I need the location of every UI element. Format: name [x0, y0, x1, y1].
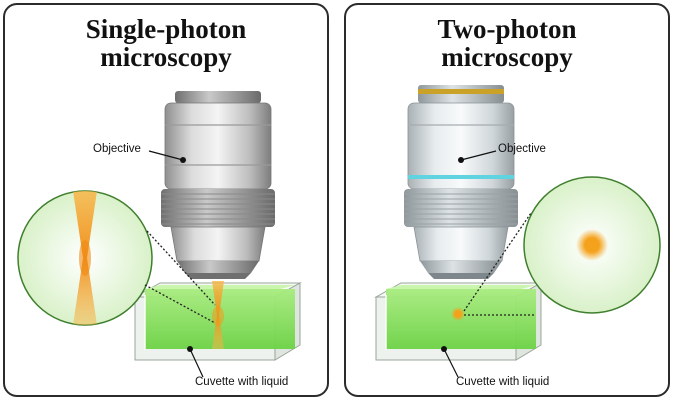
- objective-lens: [404, 85, 518, 279]
- cuvette-label: Cuvette with liquid: [456, 376, 550, 388]
- magnification-lines: [144, 230, 216, 324]
- objective-label: Objective: [498, 143, 546, 155]
- objective-leader: [458, 150, 497, 163]
- panel-title-line2: microscopy: [441, 42, 573, 72]
- cuvette-leader: [187, 346, 204, 378]
- objective-leader: [148, 150, 186, 163]
- focus-hourglass: [212, 281, 224, 349]
- inset-magnified-view: [523, 176, 661, 314]
- panel-title-line1: Single-photon: [85, 14, 247, 44]
- panel-title-line1: Two-photon: [437, 14, 577, 44]
- inset-magnified-view: [17, 190, 153, 326]
- cuvette: [133, 282, 302, 361]
- cuvette-label: Cuvette with liquid: [195, 376, 289, 388]
- cuvette-leader: [441, 346, 459, 378]
- inset-focal-spot: [576, 229, 608, 261]
- single-photon-panel: Single-photon microscopy: [3, 3, 329, 397]
- two-photon-diagram: [374, 85, 661, 378]
- objective-label: Objective: [93, 143, 141, 155]
- magnification-lines: [463, 212, 536, 316]
- cuvette: [374, 282, 543, 361]
- single-photon-diagram: [17, 91, 302, 378]
- objective-lens: [161, 91, 275, 279]
- focal-spot: [451, 307, 465, 321]
- two-photon-panel: Two-photon microscopy: [344, 3, 670, 397]
- panel-title-line2: microscopy: [100, 42, 232, 72]
